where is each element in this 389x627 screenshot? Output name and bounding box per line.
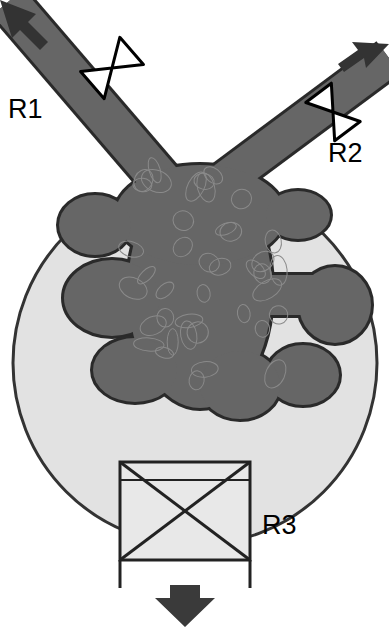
cell-texture — [196, 250, 223, 276]
capillary-tuft — [8, 2, 389, 419]
cell-texture — [153, 279, 177, 302]
cell-texture — [236, 304, 251, 324]
cell-texture — [154, 345, 175, 360]
cell-texture — [243, 257, 269, 282]
cell-texture — [260, 356, 290, 391]
cell-texture — [196, 284, 212, 304]
outflow-arrow — [155, 585, 215, 627]
cell-texture — [132, 177, 152, 192]
cell-texture — [116, 273, 151, 304]
cell-texture — [178, 320, 199, 351]
cell-texture — [191, 360, 219, 378]
cell-texture — [263, 229, 283, 255]
cell-texture — [228, 186, 255, 212]
valve-symbol — [81, 37, 144, 98]
resistance-label: R1 — [8, 96, 43, 123]
cell-texture — [181, 169, 210, 205]
cell-texture — [133, 337, 164, 352]
cell-texture — [157, 308, 174, 327]
cell-texture — [207, 256, 233, 278]
tube-wall — [119, 560, 122, 588]
cell-texture — [200, 163, 225, 187]
resistance-label: R2 — [328, 140, 363, 167]
cell-texture — [188, 370, 206, 391]
cell-texture — [249, 274, 285, 305]
cell-texture — [137, 312, 169, 339]
cell-texture — [248, 247, 278, 276]
cell-texture — [135, 264, 158, 287]
cell-texture — [269, 255, 289, 287]
cell-texture — [183, 318, 213, 348]
cell-texture — [170, 208, 197, 234]
cell-texture — [130, 166, 156, 194]
efflux-arrow — [338, 42, 389, 72]
outlet-valve-box — [120, 462, 250, 560]
cell-texture — [169, 233, 196, 260]
resistance-label: R3 — [262, 512, 297, 539]
tube-wall — [249, 560, 252, 588]
cell-texture — [254, 320, 270, 338]
inflow-arrow — [0, 0, 48, 50]
cell-texture — [117, 238, 146, 260]
valve-symbol — [306, 83, 360, 141]
cell-texture — [214, 220, 238, 238]
cell-texture — [266, 302, 291, 327]
